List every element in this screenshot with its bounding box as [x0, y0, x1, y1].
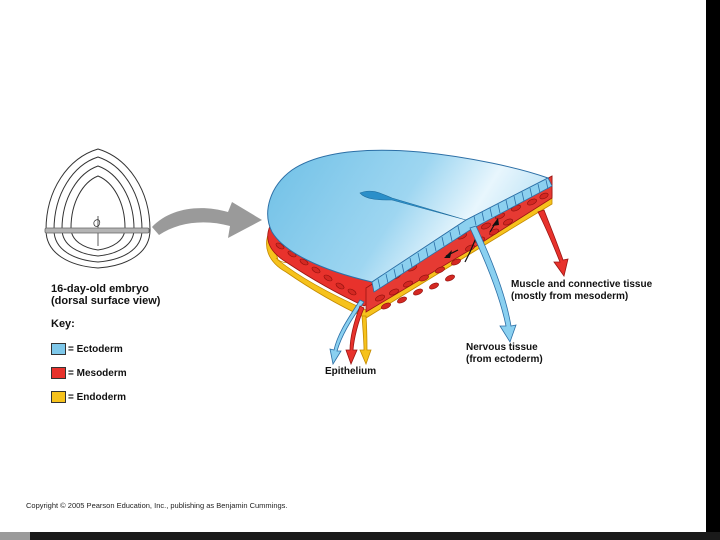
- endoderm-swatch: [51, 391, 66, 403]
- embryo-label-line1: 16-day-old embryo: [51, 283, 149, 295]
- mesoderm-cells: [375, 184, 549, 310]
- key-item-mesoderm: = Mesoderm: [51, 366, 127, 380]
- section-plane-bar: [44, 227, 150, 234]
- muscle-tissue-arrow: [537, 209, 569, 277]
- key-label-endoderm: = Endoderm: [68, 391, 127, 403]
- epithelium-arrow-endoderm: [359, 315, 372, 366]
- primitive-streak: [359, 190, 467, 221]
- small-embryo-outline: [45, 148, 151, 269]
- mesoderm-swatch: [51, 367, 66, 379]
- nervous-label-line1: Nervous tissue: [466, 342, 538, 353]
- muscle-label-line2: (mostly from mesoderm): [511, 291, 629, 302]
- copyright-notice: Copyright © 2005 Pearson Education, Inc.…: [26, 501, 288, 510]
- right-border: [706, 0, 720, 540]
- nervous-tissue-arrow: [469, 225, 517, 343]
- nervous-label-line2: (from ectoderm): [466, 354, 543, 365]
- bottom-border: [0, 532, 720, 540]
- epithelium-label: Epithelium: [325, 366, 377, 377]
- key-label-ectoderm: = Ectoderm: [68, 343, 123, 355]
- ectoderm-swatch: [51, 343, 66, 355]
- key-label-mesoderm: = Mesoderm: [68, 367, 127, 379]
- bottom-left-border: [0, 532, 30, 540]
- mesoderm-side-cells: [275, 242, 357, 296]
- key-item-endoderm: = Endoderm: [51, 390, 126, 404]
- epithelium-arrow-mesoderm: [345, 305, 365, 366]
- ectoderm-cells: [377, 179, 549, 289]
- direction-arrow: [152, 202, 262, 238]
- muscle-label-line1: Muscle and connective tissue: [511, 279, 653, 290]
- key-title: Key:: [51, 318, 75, 330]
- key-item-ectoderm: = Ectoderm: [51, 342, 123, 356]
- embryo-label-line2: (dorsal surface view): [51, 295, 161, 307]
- ectoderm-layer: [267, 149, 550, 283]
